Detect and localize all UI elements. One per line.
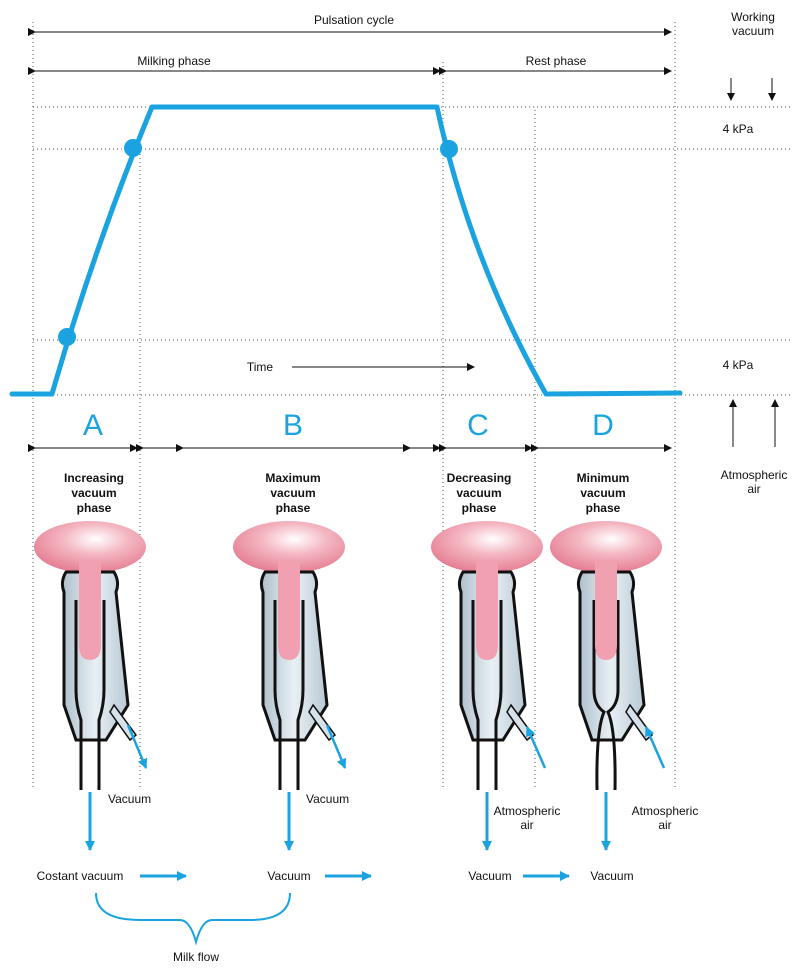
upper-kpa-label: 4 kPa	[722, 122, 754, 136]
time-label: Time	[246, 360, 274, 374]
curve-marker-upper-left	[124, 139, 142, 157]
phase-b-title: Maximum vacuum phase	[265, 471, 320, 516]
curve-marker-lower	[58, 328, 76, 346]
working-vacuum-label: Working vacuum	[731, 10, 775, 38]
phase-b-title-line-3: phase	[275, 501, 311, 515]
phase-d-title: Minimum vacuum phase	[577, 471, 630, 516]
teat-b	[278, 560, 300, 660]
teat-cup-b	[233, 521, 347, 851]
pulsation-curve	[9, 104, 683, 397]
phase-c-title-line-3: phase	[461, 501, 497, 515]
udder-a	[34, 521, 146, 573]
phase-b-letter: B	[282, 409, 304, 442]
teat-cup-a	[34, 521, 148, 851]
udder-d	[550, 521, 662, 573]
phase-d-letter: D	[592, 409, 614, 442]
phase-a-letter: A	[82, 409, 104, 442]
phase-c-title-line-2: vacuum	[456, 486, 502, 500]
pulse-arrow-b	[325, 724, 347, 769]
rest-phase-label: Rest phase	[525, 54, 587, 68]
working-vacuum-line-2: vacuum	[731, 24, 775, 38]
atmospheric-air-label: Atmospheric air	[721, 468, 788, 496]
liner-left-d	[592, 600, 606, 791]
lower-kpa-label: 4 kPa	[722, 358, 754, 372]
milk-flow-label: Milk flow	[172, 950, 220, 964]
phase-a-title-line-3: phase	[76, 501, 112, 515]
phase-c-title-line-1: Decreasing	[446, 471, 512, 485]
teat-cup-d	[550, 521, 666, 851]
phase-b-title-line-2: vacuum	[270, 486, 316, 500]
phase-b-flow-label: Vacuum	[267, 869, 311, 883]
grid-guides	[32, 22, 790, 790]
working-vacuum-line-1: Working	[731, 10, 775, 24]
phase-c-pulse-label: Atmospheric air	[494, 804, 561, 832]
phase-c-pulse-label-line-2: air	[520, 818, 534, 832]
teat-cups	[34, 521, 666, 851]
pulse-arrow-d	[644, 726, 666, 769]
phase-d-title-line-2: vacuum	[580, 486, 626, 500]
phase-d-title-line-1: Minimum	[576, 471, 630, 485]
udder-c	[431, 521, 543, 573]
teat-a	[79, 560, 101, 660]
phase-a-title: Increasing vacuum phase	[64, 471, 124, 516]
udder-b	[233, 521, 345, 573]
phase-d-pulse-label-line-1: Atmospheric	[631, 804, 699, 818]
liner-right-b	[296, 600, 305, 790]
phase-b-pulse-label: Vacuum	[306, 792, 350, 806]
phase-c-flow-label: Vacuum	[468, 869, 512, 883]
curve-marker-upper-right	[440, 140, 458, 158]
phase-b-title-line-1: Maximum	[265, 471, 321, 485]
atmospheric-air-line-1: Atmospheric	[720, 468, 788, 482]
teat-d	[595, 560, 617, 660]
pulsation-cycle-label: Pulsation cycle	[313, 13, 395, 27]
phase-c-letter: C	[467, 409, 489, 442]
liner-left-a	[74, 600, 83, 790]
phase-a-flow-label: Costant vacuum	[36, 869, 124, 883]
pulse-arrow-a	[126, 724, 148, 769]
phase-c-pulse-label-line-1: Atmospheric	[493, 804, 561, 818]
teat-cup-c	[431, 521, 547, 851]
atmospheric-air-line-2: air	[747, 482, 761, 496]
phase-a-title-line-1: Increasing	[63, 471, 125, 485]
liner-right-c	[494, 600, 503, 790]
phase-d-pulse-label: Atmospheric air	[632, 804, 699, 832]
milk-flow-brace	[95, 892, 291, 946]
liner-right-a	[97, 600, 106, 790]
pulse-arrow-c	[525, 726, 547, 769]
phase-d-title-line-3: phase	[585, 501, 621, 515]
liner-left-b	[273, 600, 282, 790]
liner-right-d	[606, 600, 620, 791]
liner-left-c	[471, 600, 480, 790]
phase-d-flow-label: Vacuum	[590, 869, 634, 883]
phase-c-title: Decreasing vacuum phase	[447, 471, 512, 516]
milking-phase-label: Milking phase	[137, 54, 211, 68]
phase-d-pulse-label-line-2: air	[658, 818, 672, 832]
phase-a-pulse-label: Vacuum	[108, 792, 152, 806]
teat-c	[476, 560, 498, 660]
phase-a-title-line-2: vacuum	[71, 486, 117, 500]
